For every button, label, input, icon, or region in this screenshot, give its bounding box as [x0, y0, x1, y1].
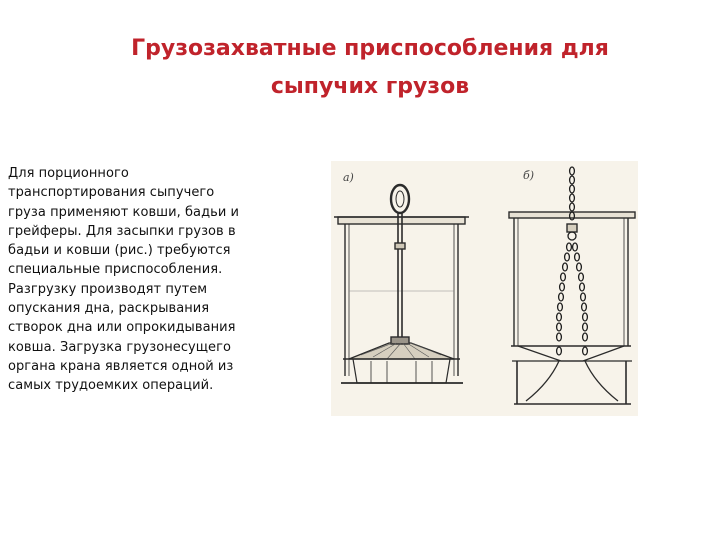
body-line: бадьи и ковши (рис.) требуются: [8, 243, 231, 259]
body-line: транспортирования сыпучего: [8, 185, 215, 201]
body-line: Для порционного: [8, 166, 129, 181]
body-line: створок дна или опрокидывания: [8, 320, 236, 336]
figure-label-b: б): [523, 169, 534, 182]
body-line: опускания дна, раскрывания: [8, 301, 210, 317]
body-line: органа крана является одной из: [8, 358, 234, 374]
bucket-a-drawing: [334, 183, 469, 384]
body-line: грейферы. Для засыпки грузов в: [8, 223, 236, 239]
bucket-diagram-svg: а): [334, 166, 636, 405]
body-line: Разгрузку производят путем: [8, 281, 208, 297]
title-line-1: Грузозахватные приспособления для: [131, 36, 609, 61]
chain-drawing: [555, 166, 589, 356]
body-line: специальные приспособления.: [8, 262, 223, 278]
body-line: самых трудоемких операций.: [8, 378, 214, 394]
body-line: груза применяют ковши, бадьи и: [8, 204, 239, 220]
body-line: ковша. Загрузка грузонесущего: [8, 339, 231, 355]
bucket-diagram-figure: а): [331, 161, 638, 416]
bucket-b-drawing: [508, 211, 636, 405]
title-line-2: сыпучих грузов: [270, 74, 470, 99]
slide-body-text: Для порционного транспортирования сыпуче…: [8, 164, 270, 396]
figure-label-a: а): [343, 171, 354, 184]
slide-title: Грузозахватные приспособления для сыпучи…: [60, 30, 680, 106]
